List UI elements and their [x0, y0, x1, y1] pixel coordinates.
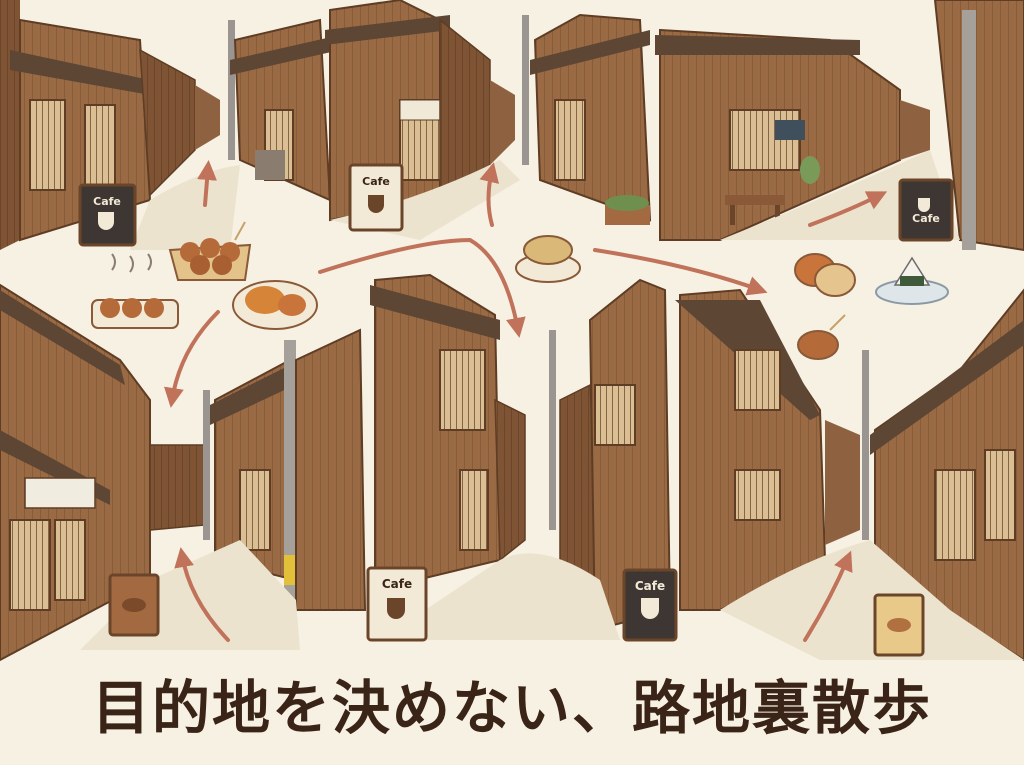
alley-bottom-left [0, 283, 367, 662]
arrow-icon [593, 248, 768, 296]
takoyaki-small [797, 314, 846, 360]
route-arrows [164, 160, 888, 642]
alley-top-right [530, 0, 1024, 252]
arrow-icon [808, 191, 888, 227]
arrow-icon [318, 237, 526, 338]
takoyaki-boat [168, 221, 252, 281]
arrow-icon [479, 162, 500, 227]
menu-sign-bottom-right [873, 593, 925, 657]
cafe-sign-bottom-center-left: Cafe [366, 566, 428, 642]
coffee-cup-icon [98, 212, 114, 230]
bread-icon [887, 618, 911, 632]
page-title: 目的地を決めない、路地裏散歩 [91, 674, 932, 742]
alley-bottom-right [675, 288, 1024, 662]
takoyaki-icon [122, 598, 146, 612]
sign-label: Cafe [912, 212, 940, 225]
arrow-icon [197, 160, 217, 207]
arrow-icon [174, 547, 230, 642]
soup-bowl [515, 235, 581, 283]
sign-label: Cafe [382, 577, 412, 591]
coffee-cup-icon [918, 198, 930, 212]
cafe-sign-top-center: Cafe [348, 163, 404, 232]
sign-label: Cafe [93, 195, 121, 208]
takoyaki-plate [91, 253, 179, 329]
croquette-plate [232, 280, 318, 330]
coffee-cup-icon [641, 598, 659, 619]
cafe-sign-top-left: Cafe [78, 183, 137, 247]
arrow-icon [803, 550, 853, 642]
cafe-sign-top-right: Cafe [898, 178, 954, 242]
coffee-cup-icon [387, 598, 405, 619]
onigiri-plate [875, 256, 949, 305]
sign-label: Cafe [362, 175, 390, 188]
sign-label: Cafe [635, 579, 665, 593]
menu-sign-bottom-left [108, 573, 160, 637]
arrow-icon [164, 310, 220, 408]
bread-rolls [794, 253, 856, 297]
alley-top-left [0, 0, 340, 250]
cafe-sign-bottom-center: Cafe [622, 568, 678, 642]
alley-bottom-center [370, 273, 672, 640]
coffee-cup-icon [368, 195, 384, 213]
